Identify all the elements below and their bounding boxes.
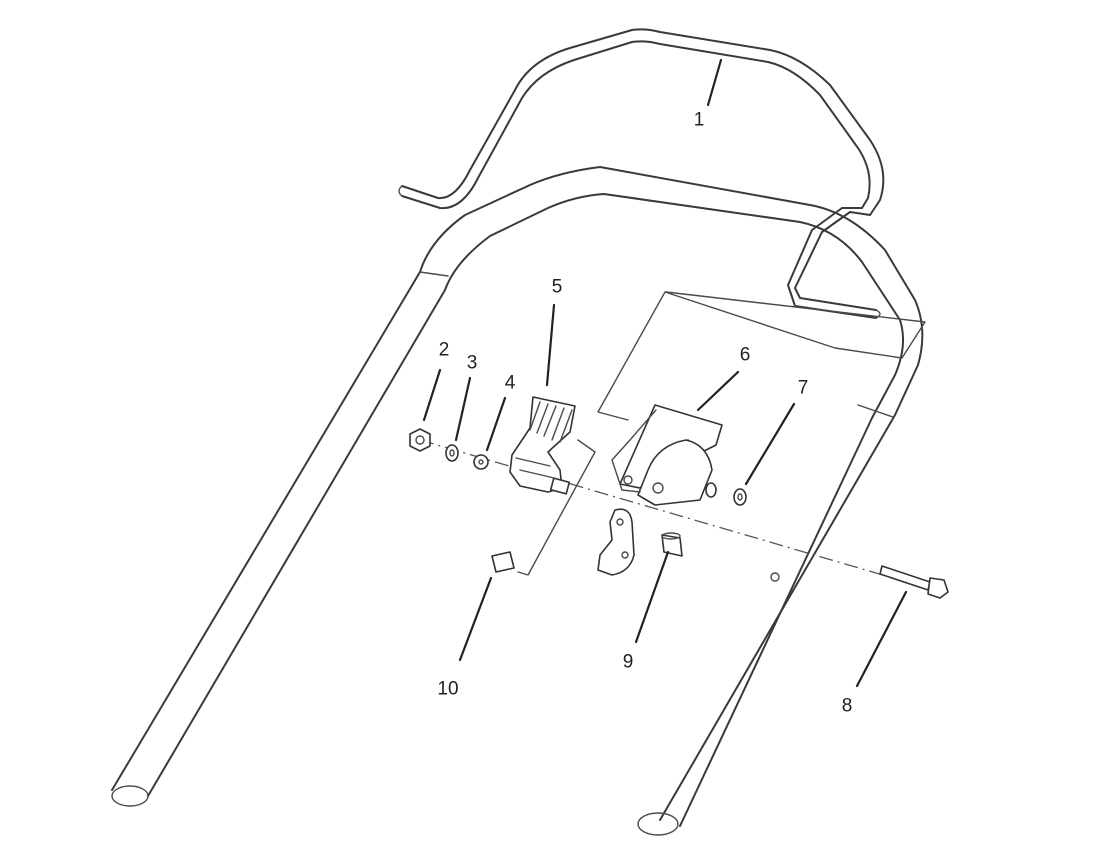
callout-8: 8 bbox=[841, 695, 853, 717]
leader-8 bbox=[855, 590, 908, 688]
leader-5 bbox=[545, 303, 556, 387]
callout-1: 1 bbox=[693, 109, 705, 131]
spacer-part bbox=[661, 532, 683, 557]
callout-7: 7 bbox=[797, 377, 809, 399]
callout-2: 2 bbox=[438, 339, 450, 361]
leader-2 bbox=[422, 368, 442, 422]
leader-10 bbox=[458, 576, 493, 662]
lock-washer-part bbox=[445, 444, 459, 462]
leader-1 bbox=[706, 58, 723, 107]
assembly-guide-lines bbox=[419, 291, 926, 581]
leader-lines bbox=[422, 58, 908, 688]
leader-3 bbox=[454, 376, 472, 442]
cam-link-part bbox=[597, 508, 635, 576]
bolt-part bbox=[879, 565, 949, 599]
callout-3: 3 bbox=[466, 352, 478, 374]
leader-7 bbox=[744, 402, 796, 486]
control-bracket-part bbox=[611, 404, 723, 506]
leader-6 bbox=[696, 370, 740, 412]
flat-washer-part bbox=[473, 454, 489, 470]
control-lever-part bbox=[509, 396, 576, 495]
upper-handle bbox=[111, 166, 924, 836]
callout-4: 4 bbox=[504, 372, 516, 394]
callout-10: 10 bbox=[437, 678, 459, 700]
leader-9 bbox=[634, 550, 670, 644]
bail-bar bbox=[398, 28, 885, 319]
callout-6: 6 bbox=[739, 344, 751, 366]
callout-5: 5 bbox=[551, 276, 563, 298]
nut-part bbox=[409, 428, 431, 452]
callout-9: 9 bbox=[622, 651, 634, 673]
washer-pair-part bbox=[705, 482, 747, 506]
leader-4 bbox=[485, 396, 507, 452]
pad-part bbox=[491, 551, 515, 573]
